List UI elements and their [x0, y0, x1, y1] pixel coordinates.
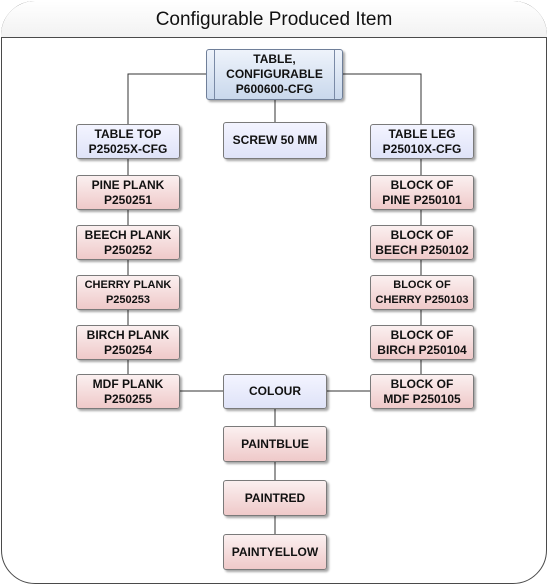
node-block-beech: BLOCK OF BEECH P250102 — [370, 225, 474, 260]
node-cherry-plank: CHERRY PLANK P250253 — [76, 275, 180, 310]
connector-root-table-leg — [343, 73, 422, 124]
node-beech-plank: BEECH PLANK P250252 — [76, 225, 180, 260]
node-paint-yellow: PAINTYELLOW — [223, 534, 327, 570]
node-table-top: TABLE TOP P25025X-CFG — [76, 124, 180, 159]
node-table-configurable: TABLE, CONFIGURABLE P600600-CFG — [206, 49, 343, 100]
node-mdf-plank: MDF PLANK P250255 — [76, 374, 180, 409]
node-block-cherry: BLOCK OF CHERRY P250103 — [370, 275, 474, 310]
node-table-leg: TABLE LEG P25010X-CFG — [370, 124, 474, 159]
node-block-pine: BLOCK OF PINE P250101 — [370, 175, 474, 210]
node-paint-blue: PAINTBLUE — [223, 426, 327, 462]
node-colour: COLOUR — [223, 374, 327, 409]
node-block-mdf: BLOCK OF MDF P250105 — [370, 374, 474, 409]
node-screw-50mm: SCREW 50 MM — [223, 122, 327, 159]
title-bar: Configurable Produced Item — [1, 1, 547, 38]
diagram-title: Configurable Produced Item — [155, 9, 393, 30]
node-paint-red: PAINTRED — [223, 480, 327, 516]
node-birch-plank: BIRCH PLANK P250254 — [76, 325, 180, 360]
node-pine-plank: PINE PLANK P250251 — [76, 175, 180, 210]
node-block-birch: BLOCK OF BIRCH P250104 — [370, 325, 474, 360]
connector-root-table-top — [127, 73, 206, 124]
